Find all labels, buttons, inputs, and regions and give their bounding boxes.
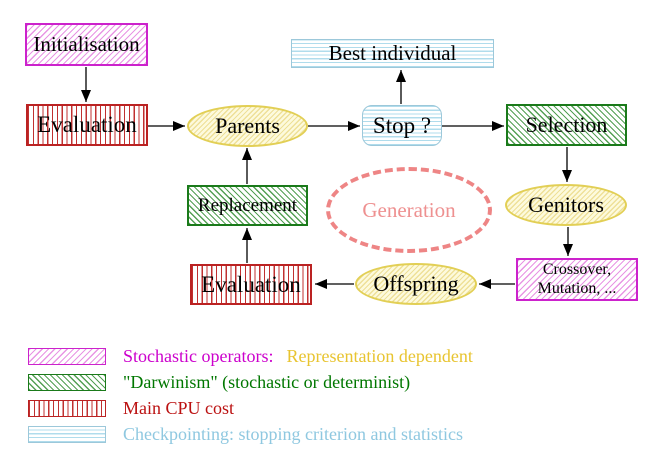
node-crossover-mutation: Crossover, Mutation, ... (516, 258, 638, 301)
legend-row-darwinism: "Darwinism" (stochastic or determinist) (28, 372, 410, 393)
legend-label-stochastic: Stochastic operators: (123, 346, 274, 366)
node-offspring: Offspring (355, 263, 477, 305)
legend-row-stochastic: Stochastic operators: Representation dep… (28, 346, 473, 367)
legend-swatch-cyan-stripes (28, 426, 106, 443)
node-parents: Parents (187, 105, 308, 147)
node-evaluation-top: Evaluation (26, 104, 148, 146)
node-stop: Stop ? (362, 105, 442, 146)
legend-label-darwinism: "Darwinism" (stochastic or determinist) (123, 372, 411, 392)
legend-label-cpu-cost: Main CPU cost (123, 398, 235, 418)
legend-row-checkpointing: Checkpointing: stopping criterion and st… (28, 424, 463, 445)
node-best-individual: Best individual (291, 39, 494, 68)
legend-swatch-magenta-hatch (28, 348, 106, 365)
crossover-line1: Crossover, (542, 261, 612, 279)
crossover-line2: Mutation, ... (537, 279, 617, 297)
node-generation: Generation (326, 167, 492, 253)
legend-label-representation: Representation dependent (286, 346, 473, 366)
node-replacement: Replacement (187, 185, 308, 226)
legend-label-checkpointing: Checkpointing: stopping criterion and st… (123, 424, 463, 444)
node-evaluation-bottom: Evaluation (190, 264, 312, 305)
node-genitors: Genitors (505, 184, 627, 226)
legend-swatch-green-hatch (28, 374, 106, 391)
legend-swatch-red-stripes (28, 400, 106, 417)
legend-row-cpu-cost: Main CPU cost (28, 398, 234, 419)
node-selection: Selection (506, 104, 627, 146)
node-initialisation: Initialisation (25, 23, 148, 66)
